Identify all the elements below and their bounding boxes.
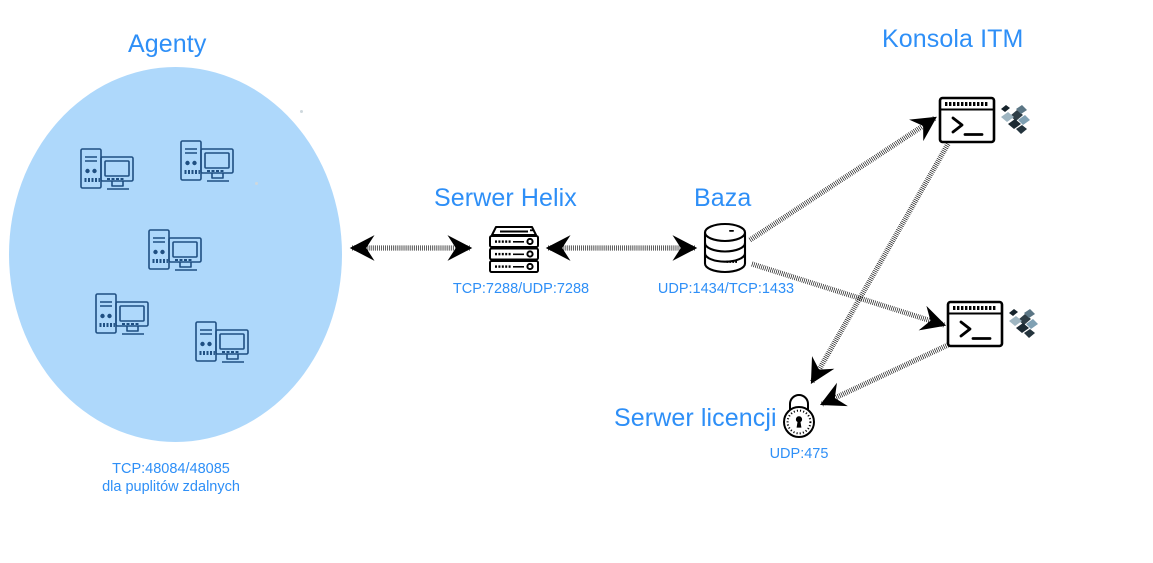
agents-port-label: TCP:48084/48085 dla puplitów zdalnych <box>55 460 287 496</box>
link-console1-license <box>809 142 951 384</box>
license-title: Serwer licencji <box>614 404 777 432</box>
link-database-console1 <box>748 115 937 243</box>
workstation-icon <box>146 226 208 276</box>
workstation-icon <box>193 318 255 368</box>
decorative-dot <box>300 110 303 113</box>
database-title: Baza <box>694 184 752 212</box>
decorative-dot <box>255 182 258 185</box>
console-node-1[interactable] <box>938 96 1030 151</box>
agents-port-line1: TCP:48084/48085 <box>112 461 230 477</box>
database-port-label: UDP:1434/TCP:1433 <box>657 281 795 297</box>
link-console2-license <box>819 342 950 407</box>
database-cylinder-icon <box>699 221 751 280</box>
console-title: Konsola ITM <box>882 25 1024 53</box>
license-port-label: UDP:475 <box>769 446 829 462</box>
terminal-window-icon <box>946 300 1004 348</box>
helix-port-label: TCP:7288/UDP:7288 <box>452 281 590 297</box>
padlock-icon <box>779 392 819 445</box>
agents-title: Agenty <box>128 30 207 58</box>
agents-cloud <box>9 67 342 442</box>
workstation-icon <box>78 145 140 195</box>
workstation-icon <box>178 137 240 187</box>
server-rack-icon <box>486 222 542 279</box>
workstation-icon <box>93 290 155 340</box>
console-node-2[interactable] <box>946 300 1038 355</box>
puzzle-tiles-icon <box>1009 309 1038 338</box>
agents-port-line2: dla puplitów zdalnych <box>102 479 240 496</box>
puzzle-tiles-icon <box>1001 105 1030 134</box>
helix-title: Serwer Helix <box>434 184 577 212</box>
terminal-window-icon <box>938 96 996 144</box>
